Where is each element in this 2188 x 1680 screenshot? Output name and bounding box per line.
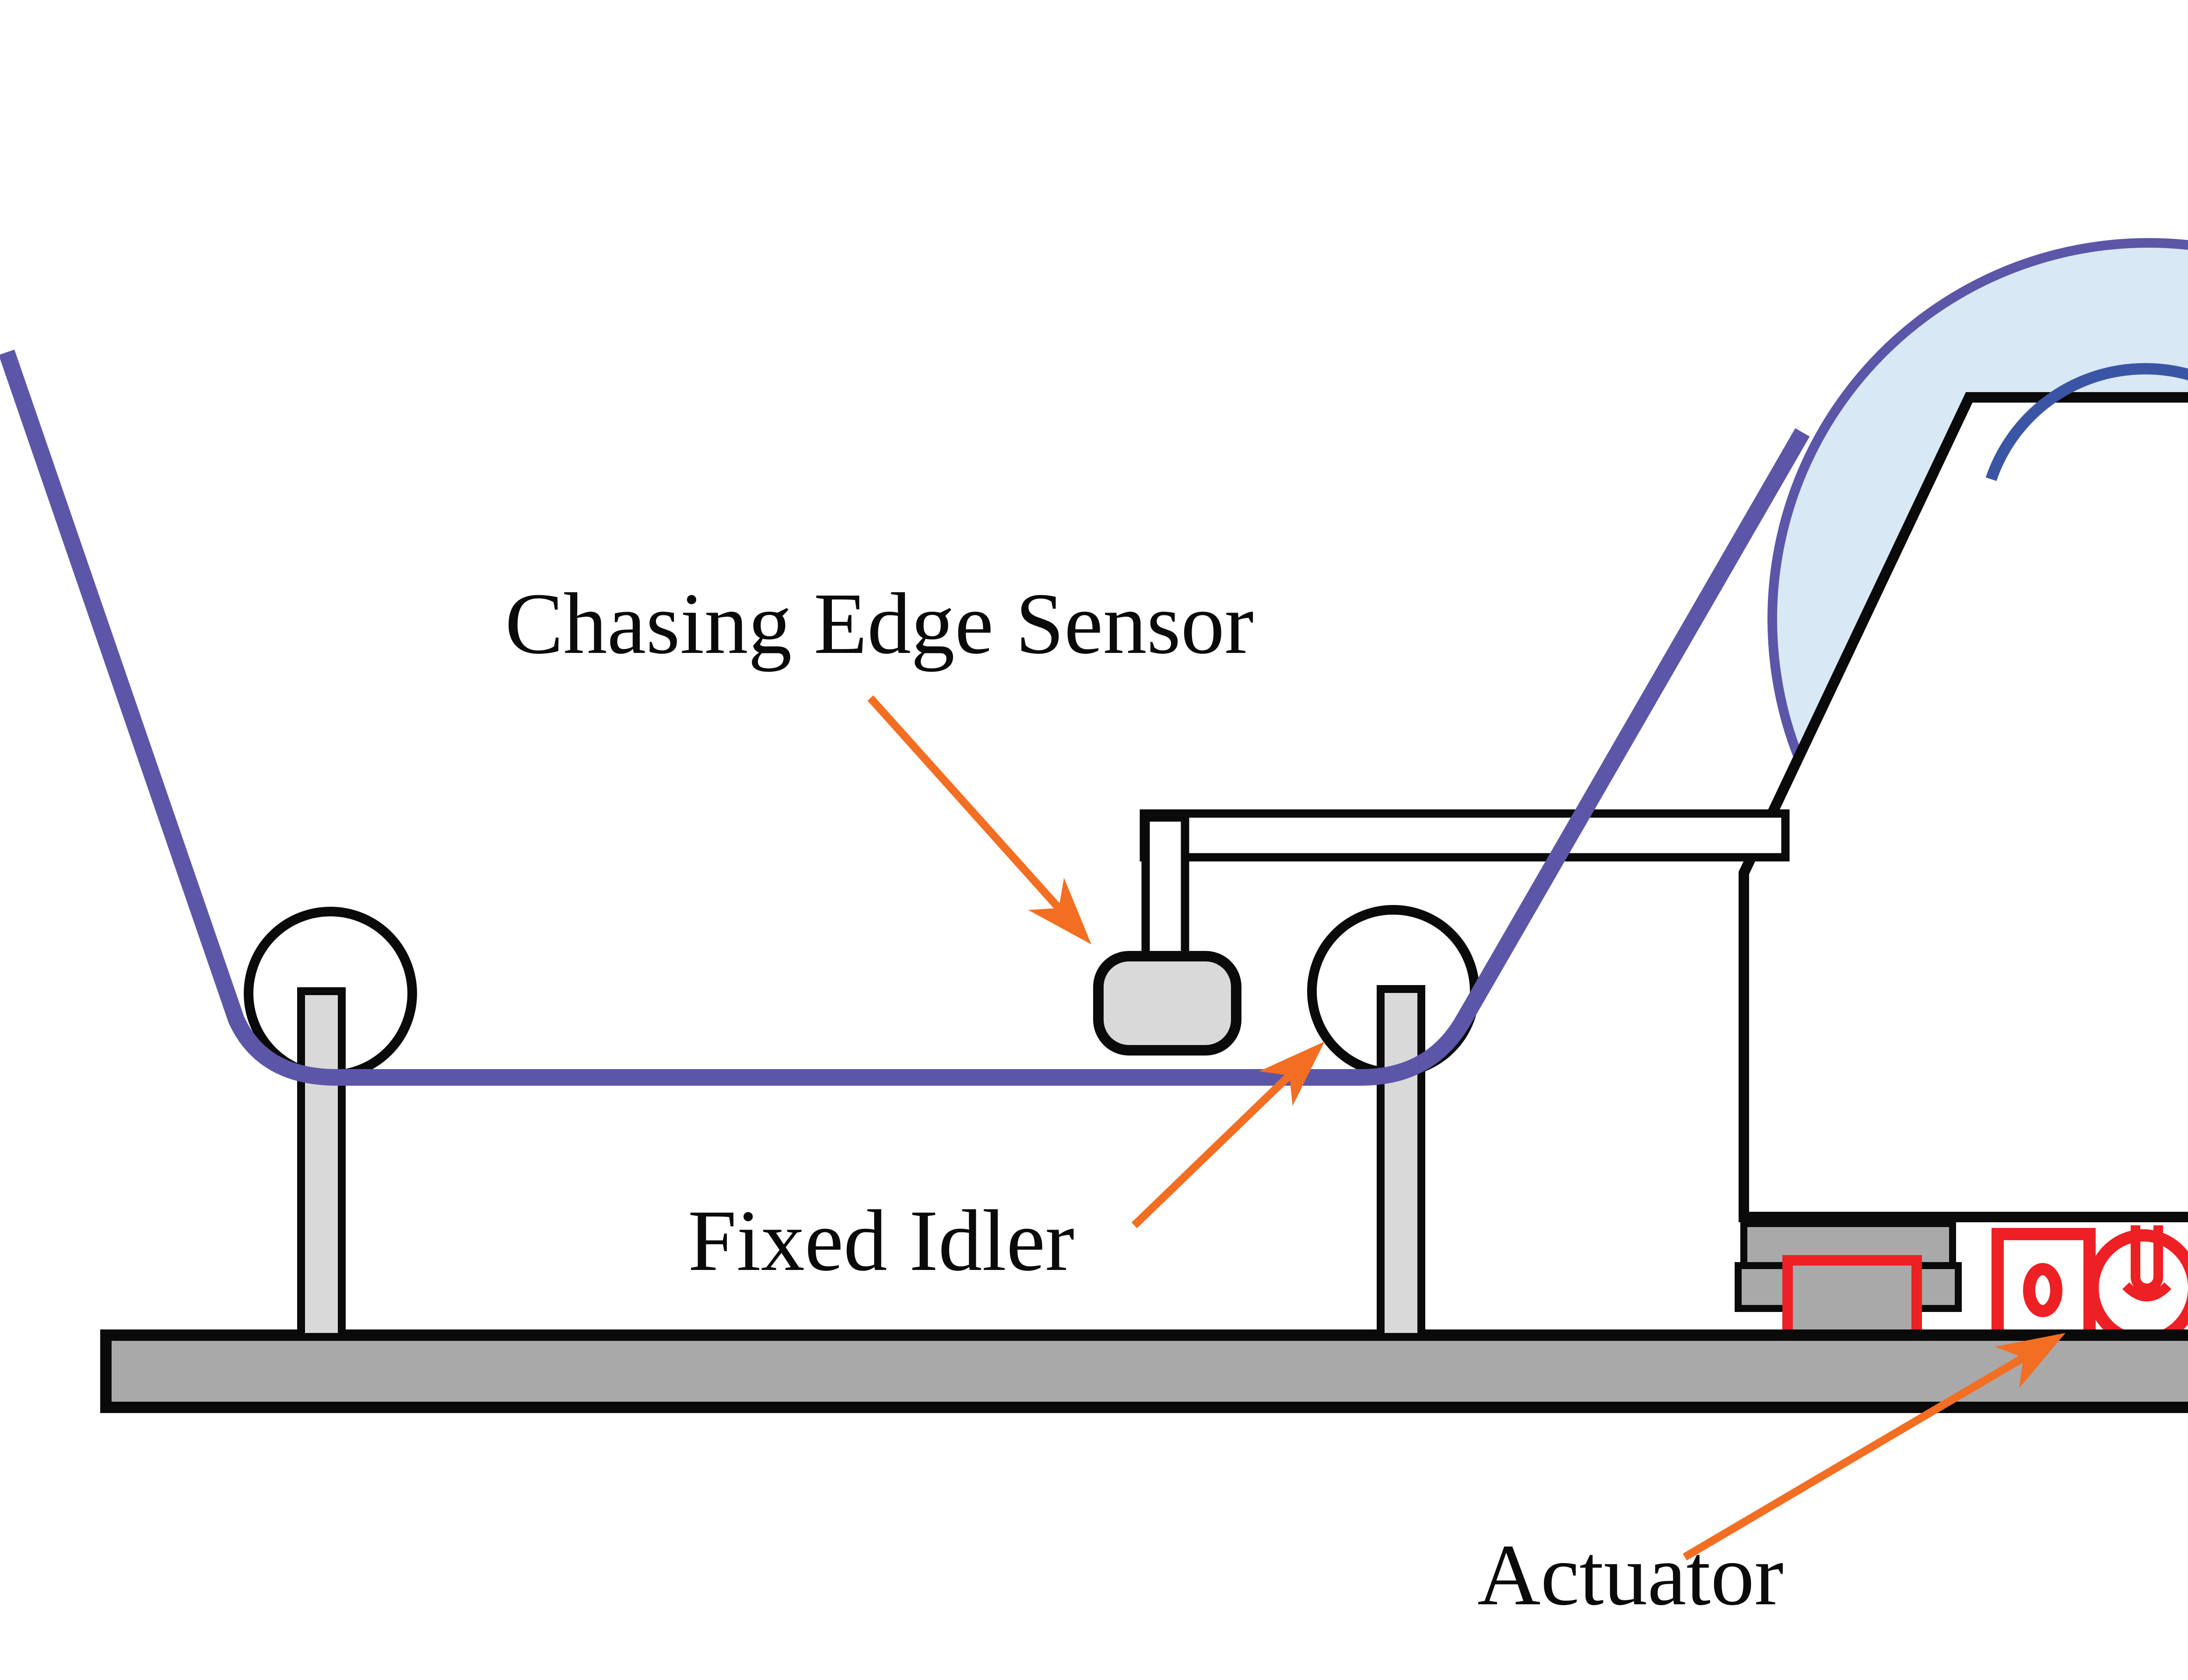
label-actuator: Actuator [1477,1527,1784,1624]
actuator-slot [2023,1263,2062,1317]
actuator-arrow [1683,1333,2065,1561]
left-idler-post [297,987,346,1341]
leader-arrows [867,695,2065,1561]
fixed-idler-arrow [1131,1042,1325,1228]
actuator-pin [2131,1225,2163,1293]
edge-sensor-head [1093,951,1241,1056]
base-plate [100,1329,2188,1413]
left-linear-bearing [1782,1255,1922,1343]
label-fixed-idler: Fixed Idler [688,1192,1075,1289]
fixed-idler-post [1377,985,1425,1341]
sensor-arm [1140,809,1790,862]
label-chasing-edge-sensor: Chasing Edge Sensor [505,575,1254,672]
web-line [0,349,1810,1086]
sensor-arm-post [1141,813,1189,967]
actuator-pin-seat [2122,1282,2171,1301]
chasing-edge-sensor-arrow [867,695,1091,944]
roll-rotation-arc [1985,363,2188,481]
shifting-stand-body [1739,392,2188,1222]
roll-rotation-arrow [1985,363,2188,481]
